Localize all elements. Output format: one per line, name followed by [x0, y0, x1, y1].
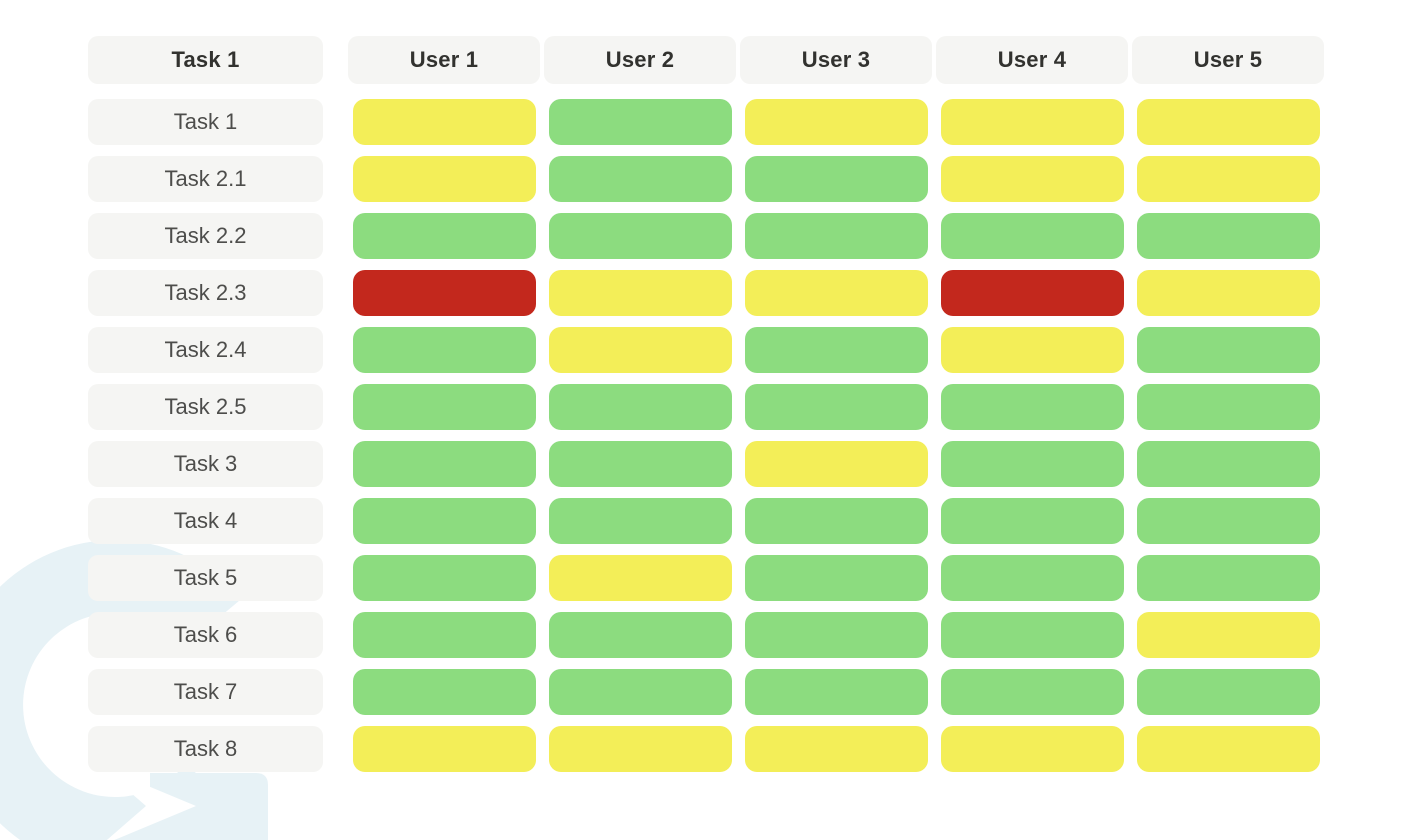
status-cell	[352, 555, 536, 601]
status-cell	[744, 213, 928, 259]
task-row-label: Task 8	[88, 726, 323, 772]
status-cell	[940, 555, 1124, 601]
status-cell	[1136, 270, 1320, 316]
status-cell	[1136, 441, 1320, 487]
status-cell	[1136, 498, 1320, 544]
status-cell	[548, 555, 732, 601]
status-cell	[352, 327, 536, 373]
status-cell	[548, 384, 732, 430]
status-cell	[548, 156, 732, 202]
task-row-label: Task 5	[88, 555, 323, 601]
status-cell	[352, 612, 536, 658]
status-cell	[548, 669, 732, 715]
g-arrow-notch	[100, 766, 196, 840]
column-header-user-3: User 3	[740, 36, 932, 84]
status-cell	[352, 99, 536, 145]
task-user-matrix: Task 1 User 1 User 2 User 3 User 4 User …	[88, 36, 1324, 772]
status-cell	[940, 99, 1124, 145]
status-cell	[352, 669, 536, 715]
status-cell	[352, 384, 536, 430]
status-cell	[1136, 726, 1320, 772]
status-cell	[940, 270, 1124, 316]
status-cell	[744, 156, 928, 202]
status-cell	[352, 270, 536, 316]
status-cell	[352, 441, 536, 487]
status-cell	[352, 156, 536, 202]
status-cell	[940, 156, 1124, 202]
status-cell	[744, 612, 928, 658]
task-row-label: Task 3	[88, 441, 323, 487]
status-cell	[548, 726, 732, 772]
column-header-user-2: User 2	[544, 36, 736, 84]
status-cell	[1136, 555, 1320, 601]
status-cell	[744, 555, 928, 601]
g-tail-block	[150, 773, 268, 840]
status-cell	[940, 441, 1124, 487]
status-cell	[744, 441, 928, 487]
status-cell	[548, 612, 732, 658]
status-cell	[548, 498, 732, 544]
task-row-label: Task 2.3	[88, 270, 323, 316]
task-row-label: Task 2.5	[88, 384, 323, 430]
status-cell	[940, 213, 1124, 259]
column-header-user-1: User 1	[348, 36, 540, 84]
status-cell	[1136, 156, 1320, 202]
status-cell	[352, 213, 536, 259]
status-cell	[940, 669, 1124, 715]
status-cell	[744, 270, 928, 316]
status-cell	[940, 726, 1124, 772]
status-cell	[548, 327, 732, 373]
status-cell	[1136, 327, 1320, 373]
task-row-label: Task 1	[88, 99, 323, 145]
status-cell	[744, 498, 928, 544]
task-row-label: Task 6	[88, 612, 323, 658]
status-cell	[548, 99, 732, 145]
status-cell	[744, 384, 928, 430]
status-cell	[548, 213, 732, 259]
status-cell	[940, 612, 1124, 658]
status-cell	[940, 327, 1124, 373]
column-header-user-5: User 5	[1132, 36, 1324, 84]
task-row-label: Task 2.2	[88, 213, 323, 259]
task-row-label: Task 2.1	[88, 156, 323, 202]
status-cell	[1136, 384, 1320, 430]
column-header-user-4: User 4	[936, 36, 1128, 84]
status-cell	[744, 99, 928, 145]
status-cell	[1136, 213, 1320, 259]
status-cell	[1136, 99, 1320, 145]
status-cell	[940, 384, 1124, 430]
status-cell	[548, 270, 732, 316]
status-cell	[352, 498, 536, 544]
status-cell	[744, 327, 928, 373]
status-cell	[1136, 612, 1320, 658]
task-row-label: Task 2.4	[88, 327, 323, 373]
status-cell	[744, 669, 928, 715]
corner-header-chip: Task 1	[88, 36, 323, 84]
status-cell	[1136, 669, 1320, 715]
status-cell	[744, 726, 928, 772]
task-row-label: Task 7	[88, 669, 323, 715]
status-cell	[940, 498, 1124, 544]
status-cell	[548, 441, 732, 487]
status-cell	[352, 726, 536, 772]
task-row-label: Task 4	[88, 498, 323, 544]
